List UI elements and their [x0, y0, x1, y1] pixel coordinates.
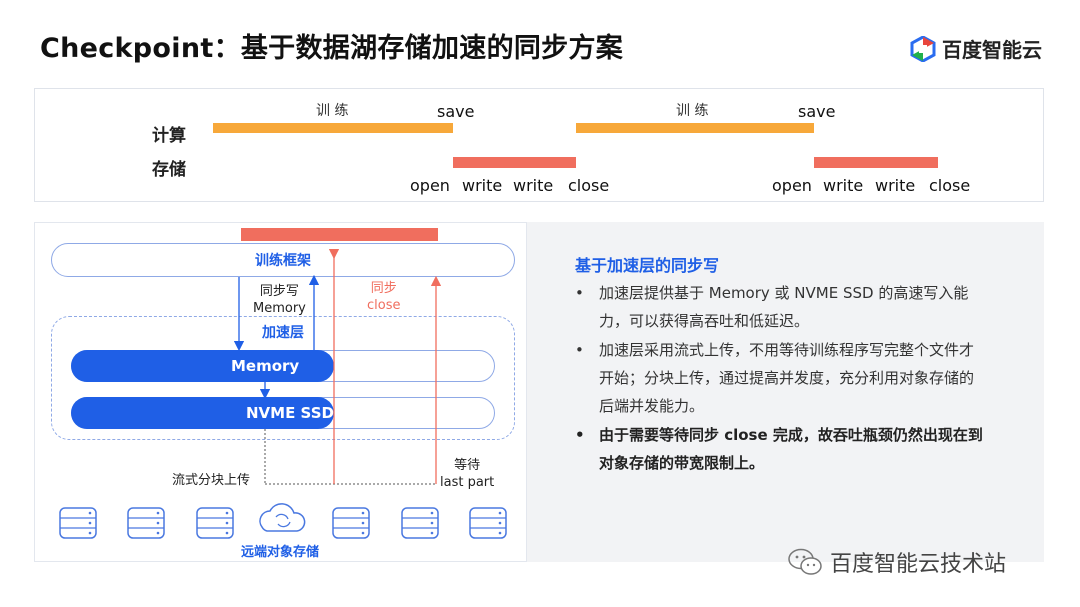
save-label-1: save — [437, 102, 475, 121]
wait-last-part-label: 等待 last part — [440, 457, 494, 491]
wait-line1: 等待 — [454, 458, 481, 473]
panel-heading: 基于加速层的同步写 — [575, 256, 720, 275]
train-label-1: 训 练 — [316, 103, 349, 119]
op-close-1: close — [568, 176, 610, 195]
timeline-panel — [34, 88, 1044, 202]
memory-block: Memory — [71, 350, 334, 382]
sync-write-line1: 同步写 — [259, 284, 299, 299]
bullet-dot-icon: • — [575, 341, 584, 359]
op-open-2: open — [772, 176, 812, 195]
wait-line2: last part — [440, 475, 495, 490]
bullet-line: 加速层提供基于 Memory 或 NVME SSD 的高速写入能 — [599, 284, 969, 302]
database-icon — [196, 507, 234, 539]
watermark-text: 百度智能云技术站 — [830, 552, 1007, 577]
bullet-dot-icon: • — [575, 284, 584, 302]
op-open-1: open — [410, 176, 450, 195]
database-icon — [469, 507, 507, 539]
op-write-1b: write — [513, 176, 554, 195]
bullet-line: 开始；分块上传，通过提高并发度，充分利用对象存储的 — [599, 369, 975, 387]
bullet-item: • 加速层采用流式上传，不用等待训练程序写完整个文件才 开始；分块上传，通过提高… — [575, 336, 1025, 426]
storage-bar-2 — [814, 157, 938, 168]
nvme-block: NVME SSD — [71, 397, 334, 429]
bullet-dot-icon: • — [575, 426, 585, 444]
database-icon — [332, 507, 370, 539]
brand-name: 百度智能云 — [942, 38, 1042, 62]
accel-layer-label: 加速层 — [262, 325, 304, 341]
sync-write-line2: Memory — [253, 301, 306, 316]
bullet-line: 由于需要等待同步 close 完成，故吞吐瓶颈仍然出现在到 — [599, 426, 983, 444]
bullet-line: 加速层采用流式上传，不用等待训练程序写完整个文件才 — [599, 341, 975, 359]
op-write-2b: write — [875, 176, 916, 195]
database-icon — [401, 507, 439, 539]
accel-layer-box — [51, 316, 515, 440]
sync-write-label: 同步写 Memory — [253, 283, 306, 317]
sync-close-line1: 同步 — [370, 281, 397, 296]
cloud-sync-icon — [259, 503, 306, 532]
training-framework-box: 训练框架 — [51, 243, 515, 277]
compute-bar-2 — [576, 123, 814, 133]
storage-highlight-bar — [241, 228, 438, 241]
baidu-cloud-logo-icon — [910, 35, 936, 62]
description-panel — [527, 222, 1044, 562]
nvme-label: NVME SSD — [246, 404, 334, 422]
bullet-item: • 加速层提供基于 Memory 或 NVME SSD 的高速写入能 力，可以获… — [575, 279, 1025, 339]
op-write-1a: write — [462, 176, 503, 195]
bullet-line: 对象存储的带宽限制上。 — [599, 454, 765, 472]
storage-bar-1 — [453, 157, 576, 168]
train-label-2: 训 练 — [676, 103, 709, 119]
op-close-2: close — [929, 176, 971, 195]
database-icon — [59, 507, 97, 539]
training-framework-label: 训练框架 — [255, 253, 311, 269]
sync-close-label: 同步 close — [367, 280, 400, 314]
bullet-line: 力，可以获得高吞吐和低延迟。 — [599, 312, 810, 330]
compute-bar-1 — [213, 123, 453, 133]
memory-label: Memory — [231, 357, 300, 375]
row-label-compute: 计算 — [152, 126, 186, 146]
row-label-storage: 存储 — [152, 160, 186, 180]
save-label-2: save — [798, 102, 836, 121]
stream-upload-label: 流式分块上传 — [172, 473, 251, 488]
op-write-2a: write — [823, 176, 864, 195]
bullet-line: 后端并发能力。 — [599, 397, 705, 415]
sync-close-line2: close — [367, 298, 401, 313]
page-title: Checkpoint：基于数据湖存储加速的同步方案 — [40, 33, 624, 64]
wechat-watermark: 百度智能云技术站 — [788, 546, 1006, 578]
remote-storage-label: 远端对象存储 — [241, 545, 320, 560]
database-icon — [127, 507, 165, 539]
wechat-icon — [788, 548, 822, 575]
bullet-item: • 由于需要等待同步 close 完成，故吞吐瓶颈仍然出现在到 对象存储的带宽限… — [575, 421, 1025, 481]
brand-logo: 百度智能云 — [910, 34, 1042, 63]
